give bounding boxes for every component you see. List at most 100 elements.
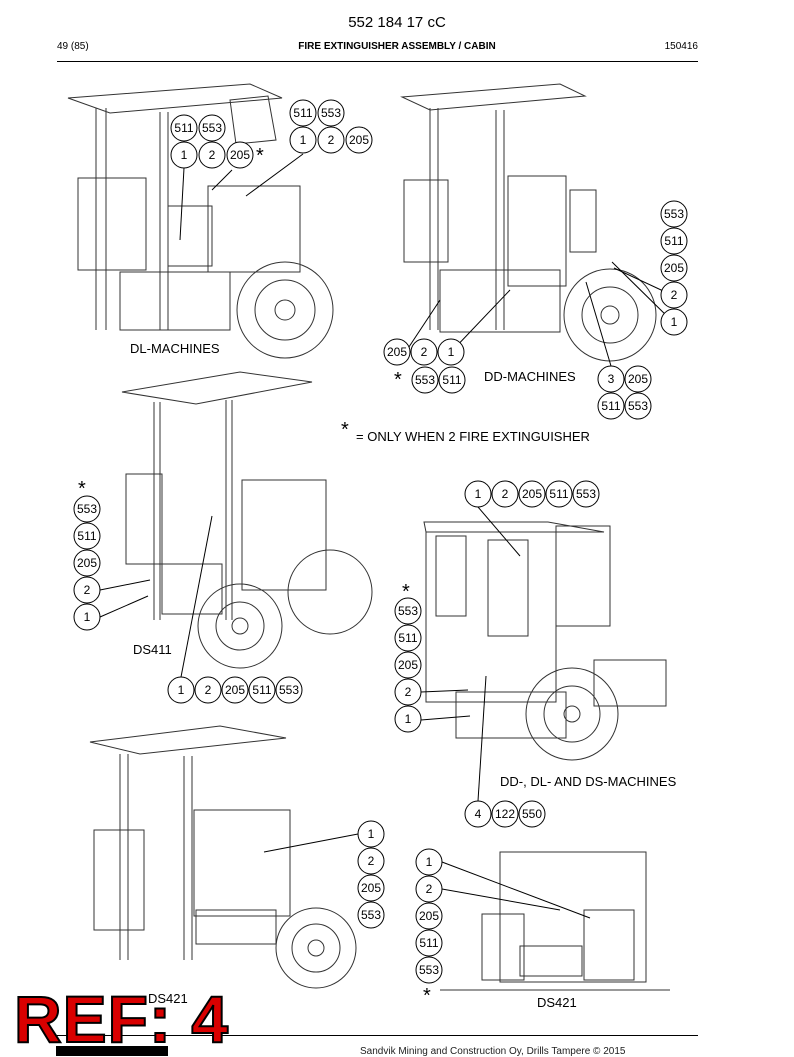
callout-number: 1 — [300, 133, 307, 147]
callout-number: 205 — [398, 658, 418, 672]
callout-bubble-dd-right: 2 — [660, 281, 688, 309]
callout-bubble-ds421-right: 205 — [415, 902, 443, 930]
callout-bubble-dl-a: 553 — [198, 114, 226, 142]
callout-bubble-dd-right: 553 — [660, 200, 688, 228]
callout-number: 2 — [328, 133, 335, 147]
label-dl-machines: DL-MACHINES — [130, 341, 220, 356]
label-ds421-right: DS421 — [537, 995, 577, 1010]
callout-bubble-ds421-mid: 1 — [357, 820, 385, 848]
callout-number: 511 — [549, 487, 568, 501]
asterisk-dl: * — [256, 145, 264, 167]
page-title: FIRE EXTINGUISHER ASSEMBLY / CABIN — [298, 41, 496, 52]
leader-line — [99, 595, 149, 618]
callout-number: 511 — [293, 106, 312, 120]
callout-number: 553 — [279, 683, 299, 697]
callout-bubble-dl-b: 1 — [170, 141, 198, 169]
callout-bubble-ds411-bottom: 511 — [248, 676, 276, 704]
leader-line — [477, 506, 521, 557]
callout-number: 553 — [77, 502, 97, 516]
callout-number: 122 — [495, 807, 515, 821]
callout-bubble-combined-bottom: 550 — [518, 800, 546, 828]
label-dd-machines: DD-MACHINES — [484, 369, 576, 384]
callout-number: 2 — [671, 288, 678, 302]
leader-line — [263, 833, 359, 853]
callout-bubble-ds411-bottom: 2 — [194, 676, 222, 704]
callout-number: 553 — [361, 908, 381, 922]
callout-number: 2 — [405, 685, 412, 699]
ds421-machine-drawing-right — [440, 851, 670, 991]
leader-line — [180, 515, 213, 678]
callout-bubble-combined-left: 1 — [394, 705, 422, 733]
ref-stamp: REF: 4 — [13, 982, 230, 1056]
ds421-machine-drawing-left — [89, 725, 357, 989]
callout-number: 205 — [522, 487, 542, 501]
callout-bubble-ds421-mid: 553 — [357, 901, 385, 929]
callout-number: 553 — [321, 106, 341, 120]
callout-number: 511 — [77, 529, 96, 543]
callout-number: 1 — [181, 148, 188, 162]
callout-bubble-ds421-right: 511 — [415, 929, 443, 957]
callout-number: 2 — [421, 345, 428, 359]
callout-bubble-ds421-mid: 205 — [357, 874, 385, 902]
callout-number: 511 — [442, 373, 461, 387]
asterisk-dd: * — [394, 369, 402, 391]
callout-number: 511 — [252, 683, 271, 697]
callout-number: 550 — [522, 807, 542, 821]
callout-number: 553 — [628, 399, 648, 413]
callout-bubble-ds411-left: 1 — [73, 603, 101, 631]
dl-machine-drawing — [67, 83, 334, 359]
cabin-machine-drawing — [423, 521, 667, 761]
callout-number: 205 — [230, 148, 250, 162]
document-date: 150416 — [664, 41, 698, 52]
note-asterisk: * — [341, 419, 349, 441]
callout-number: 2 — [502, 487, 509, 501]
note-text: = ONLY WHEN 2 FIRE EXTINGUISHER — [356, 429, 590, 444]
page-number: 49 (85) — [57, 41, 89, 52]
callout-number: 511 — [174, 121, 193, 135]
dd-machine-drawing — [400, 83, 657, 362]
callout-bubble-dd-bottom-b: 511 — [438, 366, 466, 394]
callout-number: 1 — [426, 855, 433, 869]
callout-bubble-combined-top: 2 — [491, 480, 519, 508]
callout-number: 511 — [601, 399, 620, 413]
callout-bubble-dl-d: 205 — [345, 126, 373, 154]
callout-bubble-dd-bottom-d: 511 — [597, 392, 625, 420]
callout-number: 1 — [405, 712, 412, 726]
leader-line — [441, 861, 591, 919]
callout-bubble-dd-bottom-a: 205 — [383, 338, 411, 366]
ds411-machine-drawing — [121, 371, 373, 669]
callout-number: 553 — [419, 963, 439, 977]
callout-number: 1 — [84, 610, 91, 624]
callout-bubble-ds411-bottom: 205 — [221, 676, 249, 704]
callout-number: 205 — [349, 133, 369, 147]
callout-number: 1 — [475, 487, 482, 501]
callout-bubble-combined-left: 511 — [394, 624, 422, 652]
label-ds421-left: DS421 — [148, 991, 188, 1006]
leader-line — [450, 289, 511, 353]
callout-bubble-dl-c: 553 — [317, 99, 345, 127]
callout-bubble-ds411-bottom: 553 — [275, 676, 303, 704]
callout-bubble-ds411-left: 205 — [73, 549, 101, 577]
callout-number: 553 — [202, 121, 222, 135]
callout-number: 553 — [664, 207, 684, 221]
callout-number: 205 — [77, 556, 97, 570]
callout-number: 1 — [448, 345, 455, 359]
callout-bubble-dl-d: 2 — [317, 126, 345, 154]
callout-number: 205 — [387, 345, 407, 359]
callout-number: 553 — [398, 604, 418, 618]
callout-bubble-ds421-mid: 2 — [357, 847, 385, 875]
callout-bubble-dd-bottom-b: 553 — [411, 366, 439, 394]
callout-number: 3 — [608, 372, 615, 386]
callout-number: 205 — [628, 372, 648, 386]
callout-bubble-dl-a: 511 — [170, 114, 198, 142]
callout-bubble-ds411-left: 553 — [73, 495, 101, 523]
callout-bubble-combined-left: 2 — [394, 678, 422, 706]
callout-bubble-dd-right: 205 — [660, 254, 688, 282]
callout-bubble-dl-b: 2 — [198, 141, 226, 169]
sandvik-logo — [56, 1046, 168, 1056]
leader-line — [420, 715, 471, 721]
leader-line — [179, 167, 185, 241]
callout-number: 205 — [225, 683, 245, 697]
callout-number: 511 — [664, 234, 683, 248]
